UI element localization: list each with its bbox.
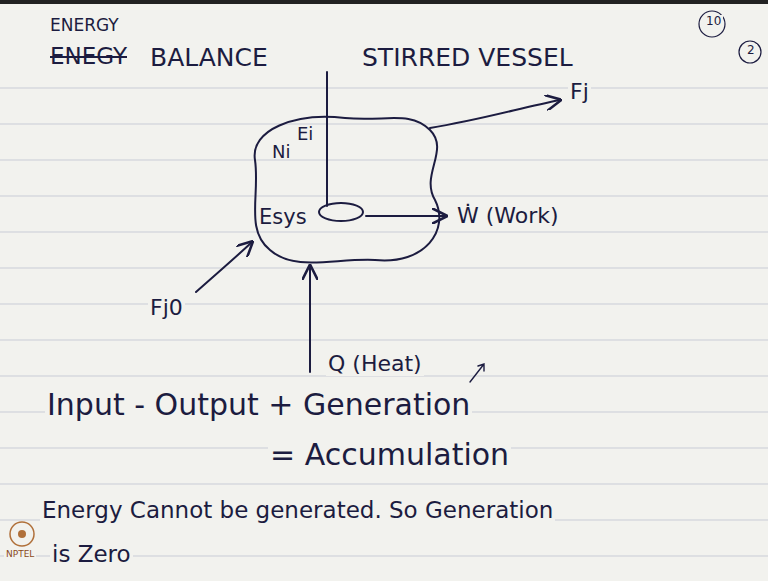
ruled-line xyxy=(0,304,768,305)
balance-equation: = Accumulation xyxy=(268,438,511,471)
top-edge xyxy=(0,0,768,4)
ruled-lines xyxy=(0,88,768,556)
ruled-line xyxy=(0,196,768,197)
vessel-symbol: Ei xyxy=(295,124,315,144)
ruled-line xyxy=(0,88,768,89)
vessel-symbol: Esys xyxy=(257,206,309,229)
stream-label: Fj0 xyxy=(148,296,185,320)
inlet-arrow xyxy=(196,242,252,292)
vessel-symbol: Ni xyxy=(270,142,292,162)
heading-word: STIRRED VESSEL xyxy=(360,44,575,72)
correction-text: ENERGY xyxy=(48,16,121,35)
note-text: is Zero xyxy=(50,542,133,567)
work-arrow xyxy=(366,215,446,217)
balance-equation: Input - Output + Generation xyxy=(45,388,472,421)
nptel-logo xyxy=(10,522,34,546)
watermark: NPTEL xyxy=(4,550,36,560)
stirrer-paddle xyxy=(319,203,363,221)
caret-mark xyxy=(470,364,484,382)
ruled-line xyxy=(0,160,768,161)
ruled-line xyxy=(0,124,768,125)
heading-word: BALANCE xyxy=(148,44,270,72)
stream-label: Fj xyxy=(568,80,591,104)
outlet-arrow xyxy=(430,100,560,128)
page-number: 2 xyxy=(745,44,757,57)
ruled-line xyxy=(0,268,768,269)
vessel-shape xyxy=(235,100,450,275)
heat-arrow xyxy=(309,266,311,372)
ruled-line xyxy=(0,340,768,341)
stirrer-shaft xyxy=(326,72,328,206)
ruled-line xyxy=(0,232,768,233)
page-circle xyxy=(699,11,725,37)
page-circle xyxy=(739,41,761,63)
vessel-shape xyxy=(255,117,440,263)
note-text: Energy Cannot be generated. So Generatio… xyxy=(40,498,555,523)
page-number: 10 xyxy=(704,15,723,28)
ruled-line xyxy=(0,484,768,485)
nptel-logo xyxy=(18,530,26,538)
work-label: Ẇ (Work) xyxy=(455,204,561,228)
heat-label: Q (Heat) xyxy=(326,352,424,376)
struck-text: ENEGY xyxy=(48,44,129,69)
vessel-outline: NiEiEsys xyxy=(235,100,450,275)
